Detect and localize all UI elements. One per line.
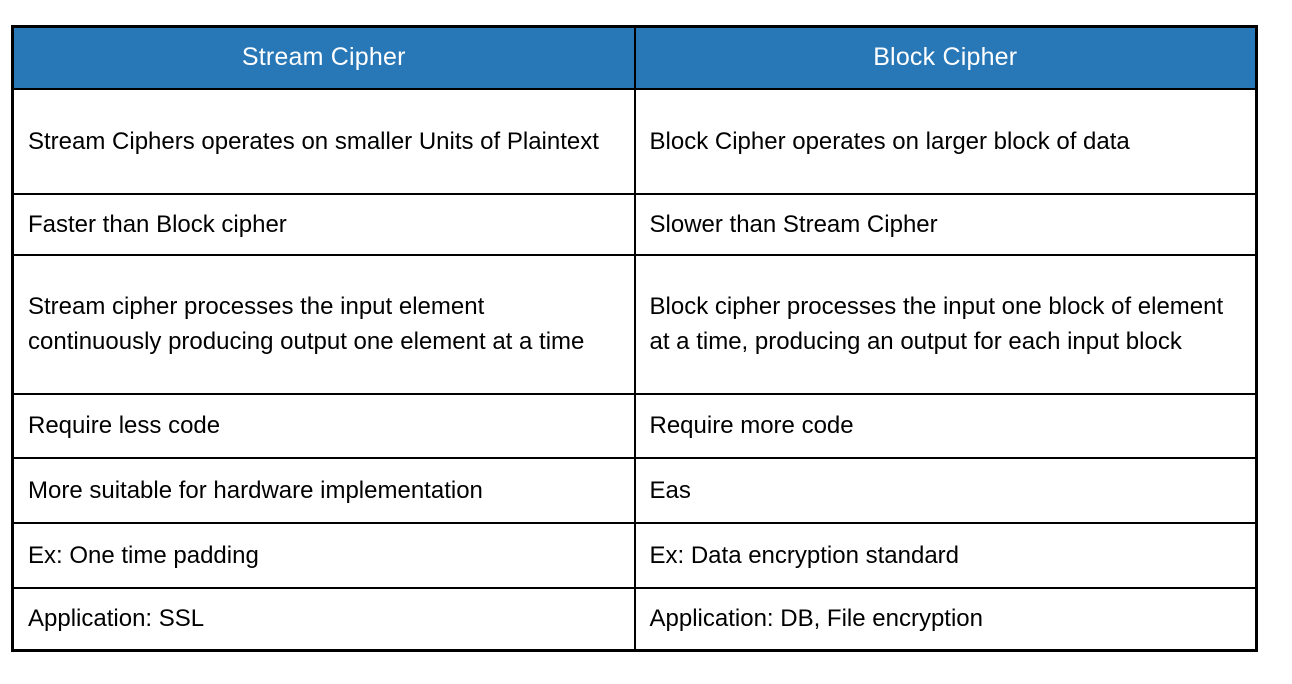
table-row: Require less code Require more code [11,392,1258,459]
table-cell: Application: DB, File encryption [633,586,1258,652]
table-cell: Require more code [633,392,1258,459]
table-row: Stream Ciphers operates on smaller Units… [11,87,1258,195]
table-cell: Eas [633,456,1258,524]
table-cell: Ex: Data encryption standard [633,521,1258,589]
table-row: Application: SSL Application: DB, File e… [11,586,1258,652]
table-cell: Block cipher processes the input one blo… [633,253,1258,395]
table-row: Stream cipher processes the input elemen… [11,253,1258,395]
table-cell: More suitable for hardware implementatio… [11,456,636,524]
column-header-stream-cipher: Stream Cipher [11,25,636,90]
table-cell: Stream Ciphers operates on smaller Units… [11,87,636,195]
table-cell: Ex: One time padding [11,521,636,589]
table-cell: Require less code [11,392,636,459]
table-cell: Slower than Stream Cipher [633,192,1258,256]
cipher-comparison-table: Stream Cipher Block Cipher Stream Cipher… [11,25,1258,652]
table-header-row: Stream Cipher Block Cipher [11,25,1258,90]
column-header-block-cipher: Block Cipher [633,25,1258,90]
table-cell: Application: SSL [11,586,636,652]
table-cell: Stream cipher processes the input elemen… [11,253,636,395]
table-cell: Block Cipher operates on larger block of… [633,87,1258,195]
table-row: Faster than Block cipher Slower than Str… [11,192,1258,256]
table-row: Ex: One time padding Ex: Data encryption… [11,521,1258,589]
table-cell: Faster than Block cipher [11,192,636,256]
table-row: More suitable for hardware implementatio… [11,456,1258,524]
